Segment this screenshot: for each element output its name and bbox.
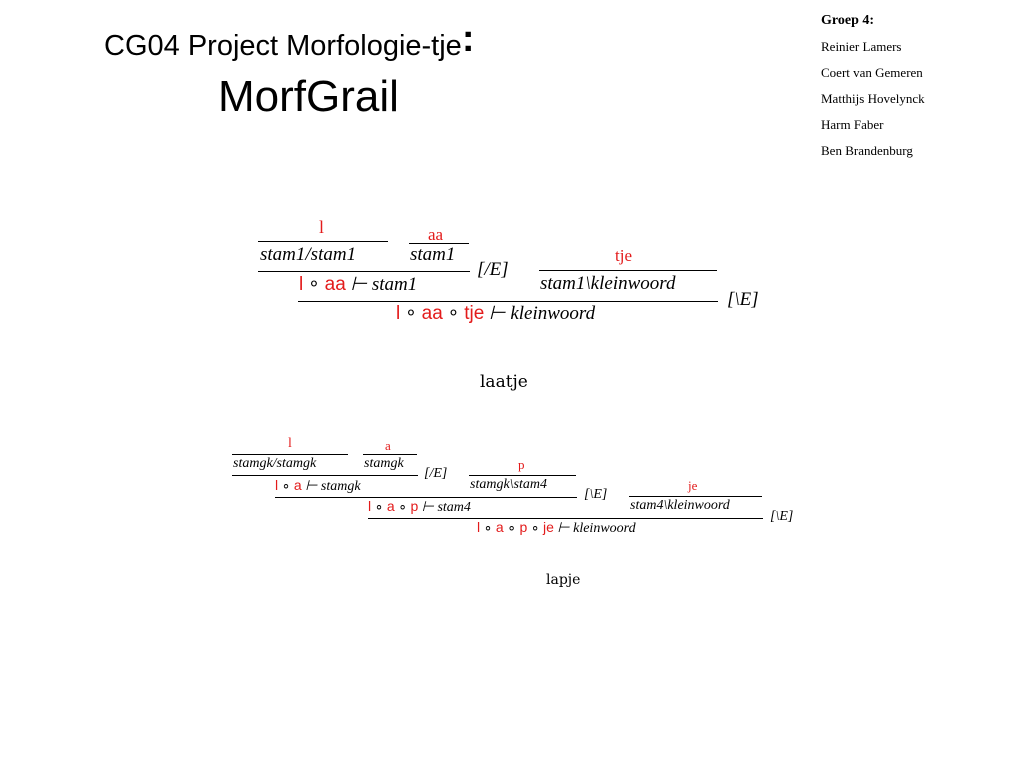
inference-line (258, 271, 470, 272)
inference-line (275, 497, 577, 498)
title-text: CG04 Project Morfologie-tje (104, 30, 462, 62)
member: Matthijs Hovelynck (821, 91, 925, 106)
inference-line (258, 241, 388, 242)
lexeme: l (288, 436, 292, 451)
group-box: Groep 4: Reinier Lamers Coert van Gemere… (821, 8, 925, 164)
member: Harm Faber (821, 117, 884, 132)
rule-label: [\E] (727, 289, 759, 310)
sequent: l ∘ aa ∘ tje ⊢ kleinwoord (396, 303, 596, 324)
rule-label: [/E] (424, 466, 448, 481)
title-colon: : (461, 18, 475, 60)
inference-line (469, 475, 576, 476)
type: stamgk\stam4 (470, 477, 547, 492)
lexeme: a (385, 438, 391, 453)
title-line-1: CG04 Project Morfologie-tje: (104, 18, 474, 65)
lexeme: l (319, 217, 325, 237)
inference-line (232, 454, 348, 455)
derivation-word: laatje (480, 372, 528, 392)
type: stam4\kleinwoord (630, 498, 730, 513)
inference-line (368, 518, 763, 519)
group-heading: Groep 4: (821, 13, 875, 28)
rule-label: [\E] (770, 509, 794, 524)
lexeme: je (688, 478, 698, 493)
type: stam1\kleinwoord (540, 273, 676, 294)
inference-line (409, 243, 469, 244)
type: stam1 (410, 244, 456, 265)
member: Coert van Gemeren (821, 65, 923, 80)
member-list: Reinier Lamers Coert van Gemeren Matthij… (821, 34, 925, 164)
member: Ben Brandenburg (821, 143, 913, 158)
inference-line (539, 270, 717, 271)
inference-line (629, 496, 762, 497)
sequent: l ∘ a ∘ p ∘ je ⊢ kleinwoord (477, 519, 636, 536)
type: stamgk (364, 456, 404, 471)
member: Reinier Lamers (821, 39, 902, 54)
type: stam1/stam1 (260, 244, 357, 265)
derivation-word: lapje (546, 572, 581, 588)
rule-label: [\E] (584, 487, 608, 502)
inference-line (298, 301, 718, 302)
lexeme: tje (615, 246, 632, 265)
lexeme: p (518, 457, 525, 472)
sequent: l ∘ aa ⊢ stam1 (299, 274, 418, 295)
rule-label: [/E] (477, 259, 509, 280)
sequent: l ∘ a ∘ p ⊢ stam4 (368, 498, 471, 515)
type: stamgk/stamgk (233, 456, 317, 471)
inference-line (363, 454, 417, 455)
title-line-2: MorfGrail (218, 72, 399, 121)
inference-line (232, 475, 418, 476)
sequent: l ∘ a ⊢ stamgk (275, 477, 361, 494)
lexeme: aa (428, 225, 444, 244)
